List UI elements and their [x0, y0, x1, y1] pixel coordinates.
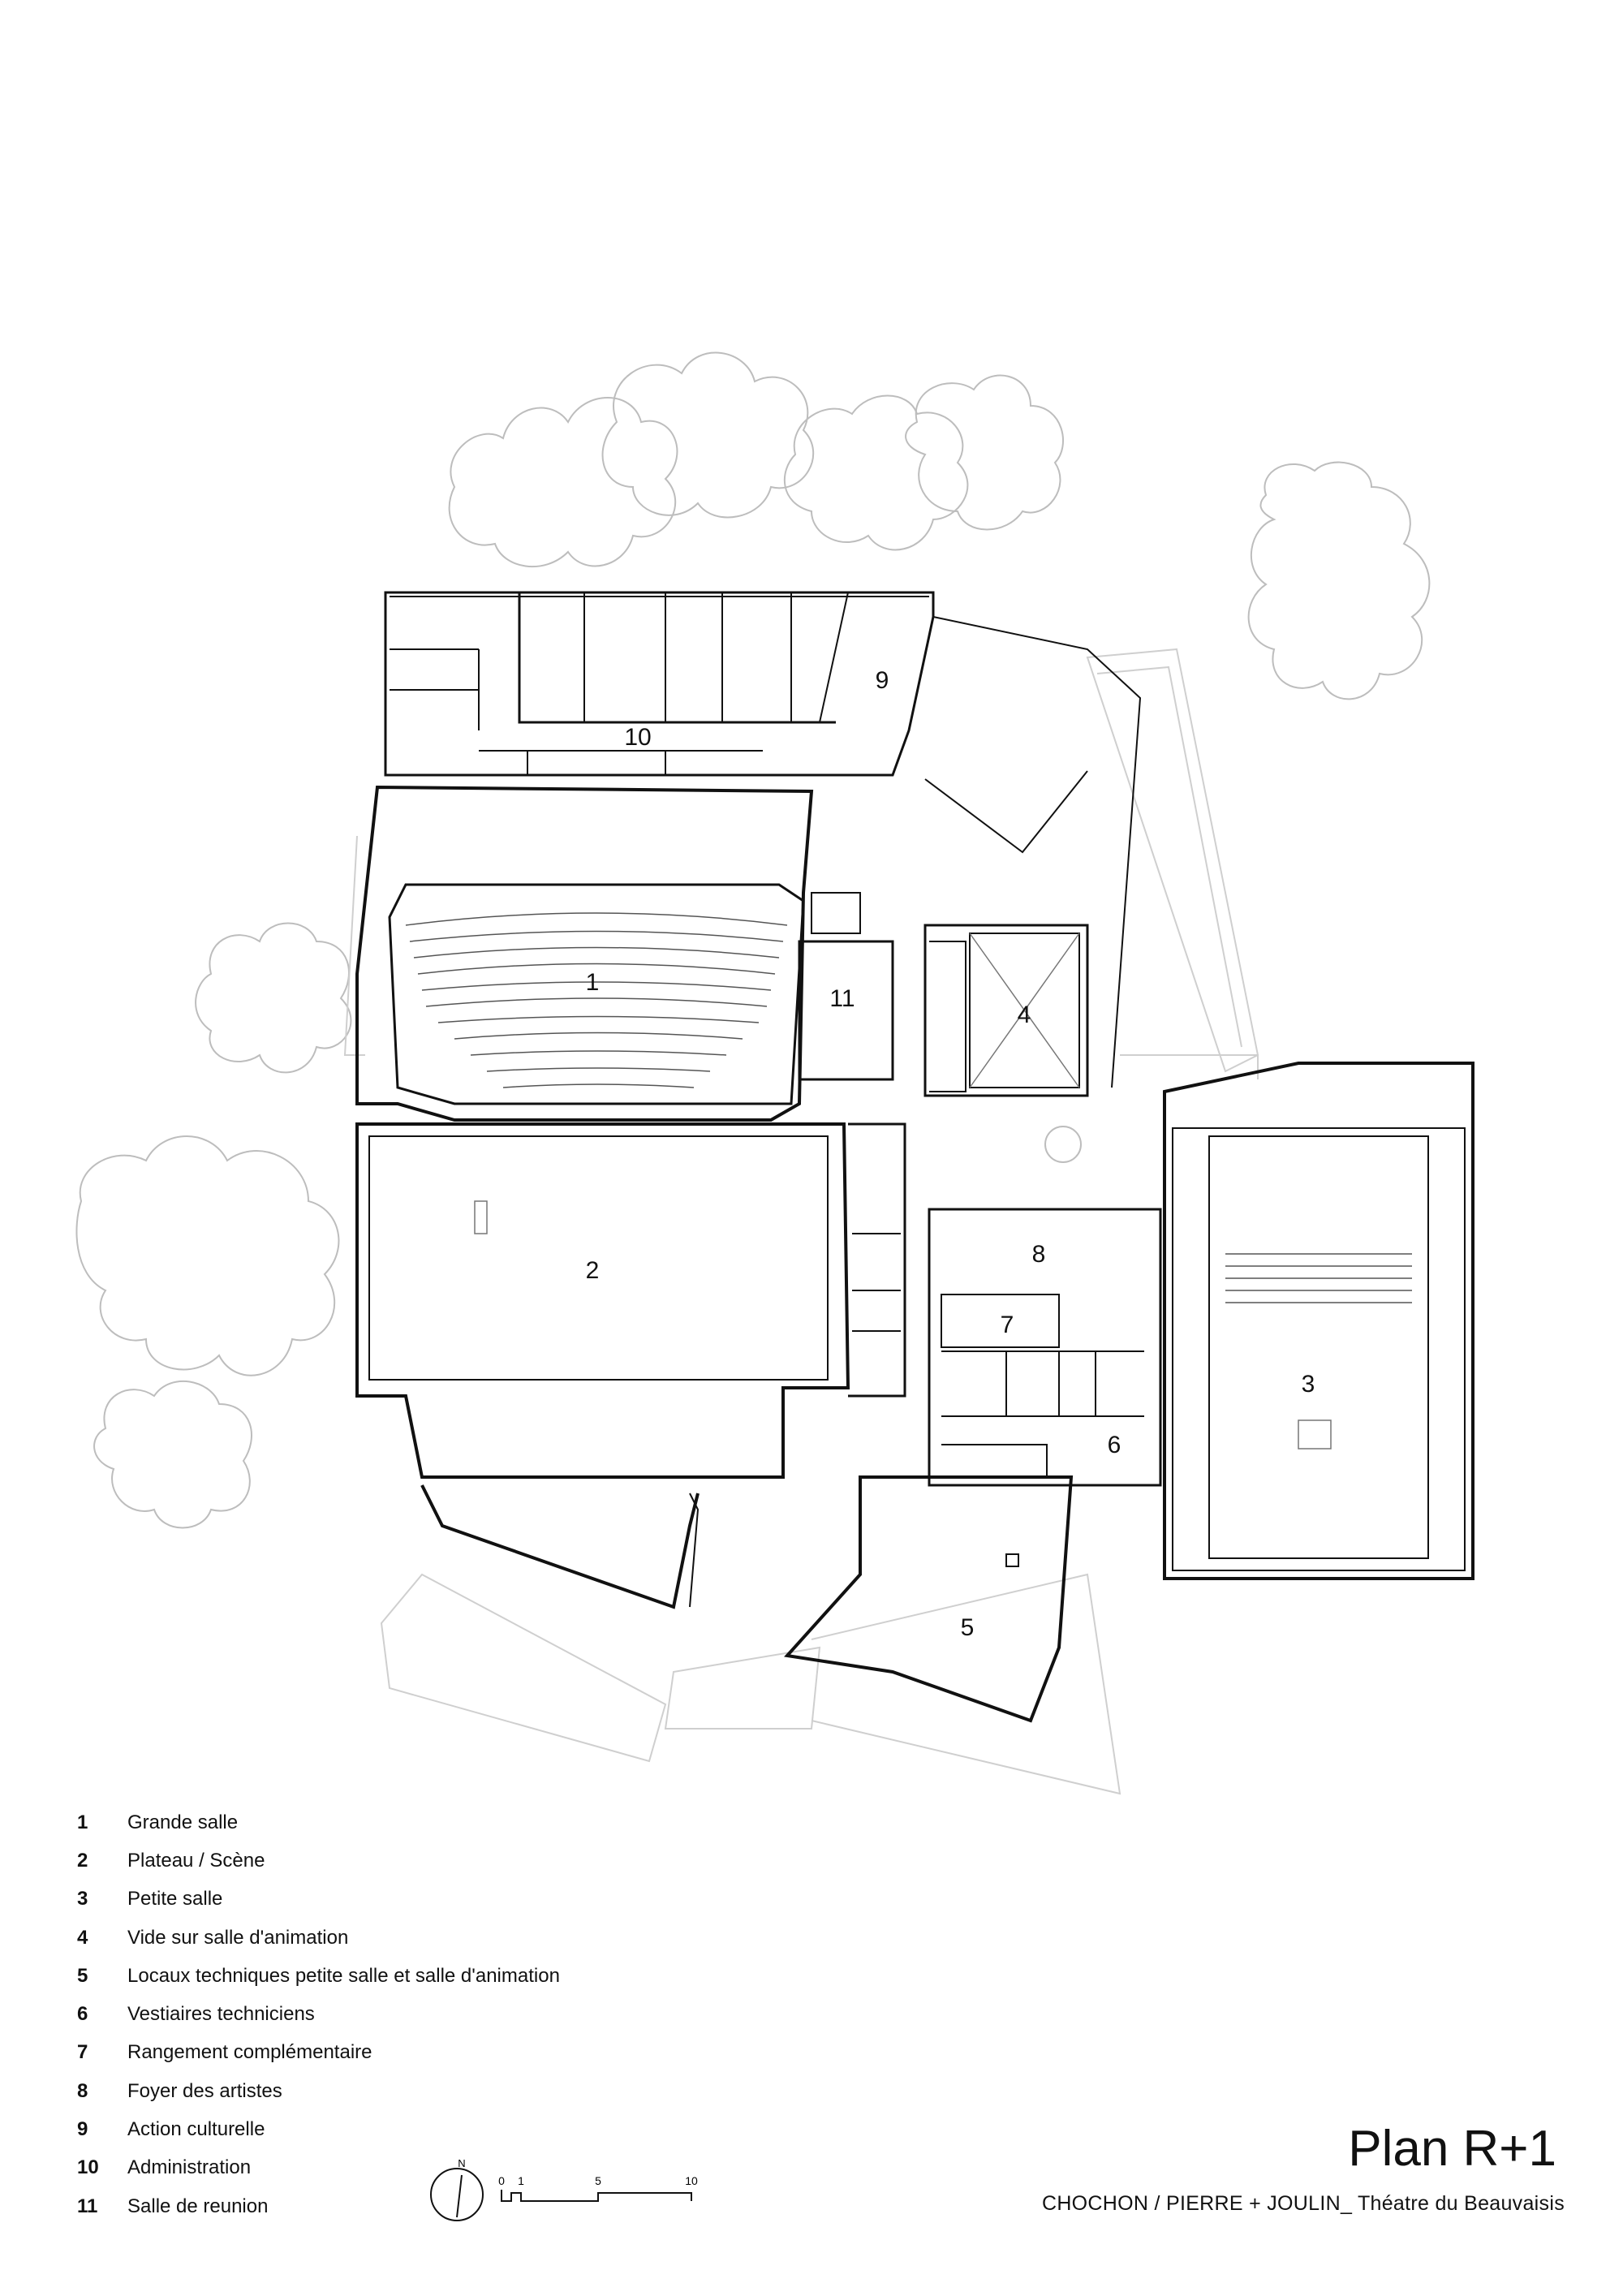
legend-number: 5	[77, 1964, 88, 1987]
tree-left-upper	[195, 922, 352, 1074]
legend-item: 9 Action culturelle	[77, 2110, 560, 2148]
scale-bar: 0 1 5 10	[498, 2175, 698, 2202]
legend-number: 10	[77, 2156, 99, 2179]
legend-item: 7 Rangement complémentaire	[77, 2034, 560, 2072]
room-number-10: 10	[624, 724, 651, 751]
legend-item: 8 Foyer des artistes	[77, 2072, 560, 2110]
north-arrow-icon: N	[430, 2157, 484, 2221]
room-number-9: 9	[876, 667, 889, 694]
legend-label: Vestiaires techniciens	[127, 2003, 315, 2026]
legend-number: 4	[77, 1926, 88, 1949]
legend-item: 5 Locaux techniques petite salle et salle…	[77, 1957, 560, 1995]
legend-label: Administration	[127, 2156, 252, 2179]
room-number-8: 8	[1032, 1241, 1046, 1268]
legend-number: 9	[77, 2118, 88, 2141]
scale-label-1: 1	[518, 2175, 524, 2187]
legend-number: 3	[77, 1888, 88, 1910]
legend-number: 7	[77, 2041, 88, 2064]
legend-label: Grande salle	[127, 1811, 239, 1833]
scale-label-0: 0	[498, 2175, 505, 2187]
room-number-1: 1	[586, 969, 600, 996]
tree-right	[1247, 461, 1431, 700]
legend-label: Vide sur salle d'animation	[127, 1926, 349, 1949]
site-context-lines	[343, 648, 1259, 1795]
scale-label-5: 5	[595, 2175, 601, 2187]
legend-item: 6 Vestiaires techniciens	[77, 1995, 560, 2033]
legend-item: 2 Plateau / Scène	[77, 1842, 560, 1880]
room-number-4: 4	[1018, 1002, 1031, 1028]
legend-item: 3 Petite salle	[77, 1880, 560, 1919]
legend-label: Plateau / Scène	[127, 1849, 265, 1872]
building-walls	[355, 591, 1474, 1723]
plan-title: Plan R+1	[1348, 2121, 1556, 2177]
courtyard-tree	[1044, 1126, 1082, 1163]
legend-item: 4 Vide sur salle d'animation	[77, 1919, 560, 1957]
legend-number: 6	[77, 2003, 88, 2026]
room-number-2: 2	[586, 1257, 600, 1284]
legend-label: Rangement complémentaire	[127, 2041, 372, 2064]
legend-label: Petite salle	[127, 1888, 223, 1910]
legend-label: Action culturelle	[127, 2118, 265, 2141]
room-number-11: 11	[829, 985, 855, 1012]
tree-top-center	[784, 394, 969, 551]
tree-top-center-left	[601, 351, 815, 519]
north-label: N	[458, 2157, 465, 2169]
legend-item: 11 Salle de reunion	[77, 2187, 560, 2225]
legend-label: Salle de reunion	[127, 2195, 269, 2217]
legend-number: 1	[77, 1811, 88, 1833]
legend-item: 1 Grande salle	[77, 1803, 560, 1842]
room-numbers: 1 2 3 4 5 6 7 8 9 10 11	[586, 667, 1315, 1641]
legend-label: Locaux techniques petite salle et salle …	[127, 1964, 560, 1987]
tree-outlines	[75, 351, 1431, 1529]
legend-number: 2	[77, 1849, 88, 1872]
room-number-5: 5	[961, 1614, 975, 1641]
legend: 1 Grande salle 2 Plateau / Scène 3 Petite s…	[77, 1803, 560, 2225]
room-number-3: 3	[1302, 1371, 1315, 1398]
legend-label: Foyer des artistes	[127, 2079, 282, 2102]
tree-left-lower	[75, 1135, 340, 1376]
scale-label-10: 10	[685, 2175, 698, 2187]
tree-left-bottom	[93, 1381, 252, 1529]
tree-top-left	[448, 397, 678, 568]
room-number-7: 7	[1001, 1312, 1014, 1338]
tree-top-right	[905, 374, 1064, 531]
room-number-6: 6	[1108, 1432, 1121, 1458]
legend-number: 8	[77, 2079, 88, 2102]
project-credit: CHOCHON / PIERRE + JOULIN_ Théatre du Be…	[1041, 2192, 1565, 2215]
legend-number: 11	[77, 2195, 98, 2217]
